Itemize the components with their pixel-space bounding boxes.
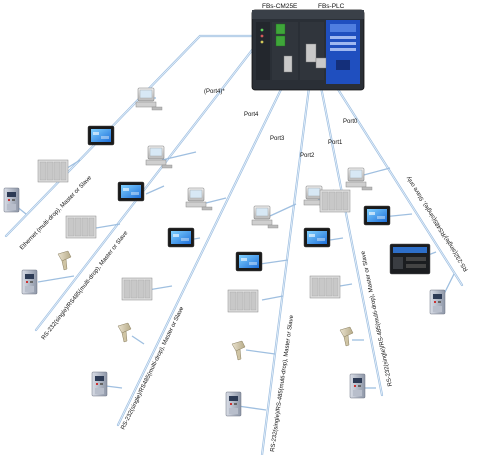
hmi-panel-icon (363, 205, 391, 226)
plc-rack-icon (309, 275, 341, 299)
cable-ethernet (4, 34, 274, 238)
inverter-drive-icon (349, 373, 366, 399)
module-label: FBs-CM25E (262, 3, 298, 10)
inverter-drive-icon (21, 269, 38, 295)
plc-rack-icon (319, 189, 351, 213)
pc-icon (185, 187, 213, 211)
port4-star-label: (Port4)* (204, 89, 225, 95)
barcode-scanner-icon (117, 322, 132, 343)
inverter-drive-icon (3, 187, 20, 213)
port2-label: Port2 (300, 153, 315, 159)
barcode-scanner-icon (57, 250, 72, 271)
port4-cable-label: RS-232(single)/RS485(multi-drop), Master… (41, 230, 130, 341)
pc-icon (251, 205, 279, 229)
port3-cable-label: RS-232(single)/RS485(multi-drop), Master… (120, 305, 185, 431)
inverter-drive-icon (225, 391, 242, 417)
inverter-drive-icon (91, 371, 108, 397)
cable-port1 (316, 70, 384, 397)
cable-port4 (34, 43, 274, 332)
hmi-panel-icon (87, 125, 115, 146)
port1-label: Port1 (328, 140, 343, 146)
barcode-scanner-icon (339, 326, 354, 347)
port0-label: Port0 (343, 119, 358, 125)
cable-port2 (260, 70, 313, 455)
cable-port0 (325, 70, 464, 287)
port2-cable-label: RS-232(single)/RS-485(multi-drop), Maste… (270, 314, 295, 452)
inverter-drive-icon (429, 289, 446, 315)
hmi-panel-icon (235, 251, 263, 272)
compact-plc-icon (389, 243, 431, 275)
plc-rack-icon (65, 215, 97, 239)
barcode-scanner-icon (231, 340, 246, 361)
ethernet-cable-label: Ethernet (multi-drop), Master or Slave (19, 175, 93, 252)
plc-rack-icon (37, 159, 69, 183)
plc-rack-icon (121, 277, 153, 301)
hmi-panel-icon (303, 227, 331, 248)
hmi-panel-icon (117, 181, 145, 202)
cable-port3 (116, 73, 290, 427)
port4-label: Port4 (244, 112, 259, 118)
plc-label: FBs-PLC (318, 3, 345, 10)
plc-main-unit (251, 9, 365, 91)
plc-rack-icon (227, 289, 259, 313)
hmi-panel-icon (167, 227, 195, 248)
pc-icon (135, 87, 163, 111)
pc-icon (145, 145, 173, 169)
pc-icon (345, 167, 373, 191)
port3-label: Port3 (270, 136, 285, 142)
